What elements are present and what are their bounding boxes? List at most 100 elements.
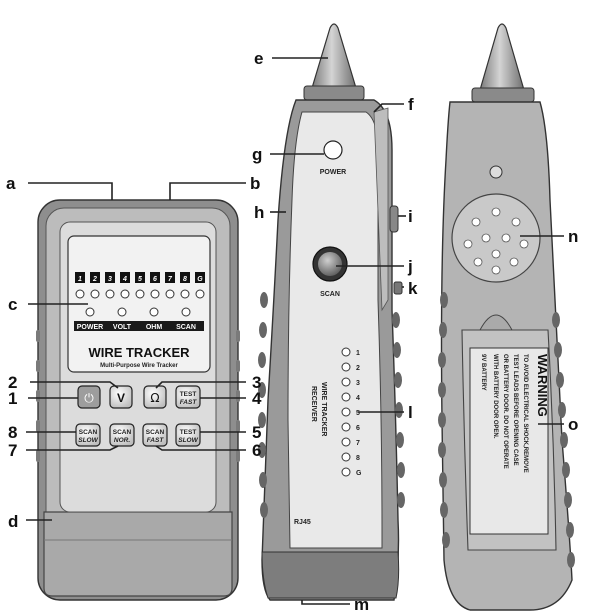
led-number-box <box>90 272 100 283</box>
receiver-power-indicator <box>323 140 343 160</box>
receiver-side-strip <box>373 107 389 312</box>
volt-button[interactable]: V <box>109 385 133 409</box>
leader-lines <box>26 57 564 605</box>
callout-k: k <box>408 279 418 298</box>
test-fast-button[interactable]: TEST FAST <box>175 385 201 409</box>
scan-nor-line2: NOR. <box>114 437 130 444</box>
callout-j: j <box>407 257 413 276</box>
receiver-led-number: 2 <box>356 365 360 372</box>
led-number-box <box>150 272 160 283</box>
led-number: 6 <box>153 276 157 283</box>
receiver-led <box>341 467 351 477</box>
receiver-led <box>341 437 351 447</box>
receiver-led <box>341 422 351 432</box>
transmitter-led-row <box>75 289 205 299</box>
scan-fast-line1: SCAN <box>146 429 165 436</box>
warning-line-1: TO AVOID ELECTRICAL SHOCK,REMOVE <box>522 354 528 473</box>
scan-fast-button[interactable]: SCAN FAST <box>142 423 168 447</box>
status-label-bar <box>74 321 204 331</box>
receiver-led-number: 7 <box>356 440 360 447</box>
status-led <box>117 307 127 317</box>
callout-8: 8 <box>8 423 17 442</box>
power-button[interactable]: ⏻ <box>77 385 101 409</box>
led-indicator <box>90 289 100 299</box>
callout-5: 5 <box>252 423 261 442</box>
led-number: 2 <box>92 276 97 283</box>
warning-line-3: OR BATTERY DOOR. DO NOT OPERATE <box>502 354 508 469</box>
receiver-led-number: 5 <box>356 410 360 417</box>
warning-label <box>469 347 549 535</box>
scan-nor-line1: SCAN <box>113 429 132 436</box>
callout-h: h <box>254 203 264 222</box>
power-icon: ⏻ <box>84 391 94 405</box>
callout-e: e <box>254 49 263 68</box>
callout-f: f <box>408 95 414 114</box>
test-slow-line1: TEST <box>180 429 197 436</box>
callout-m: m <box>354 595 369 614</box>
led-number-box <box>180 272 190 283</box>
receiver-side-text-line1: WIRE TRACKER <box>320 382 327 436</box>
receiver-scan-button[interactable] <box>312 246 348 282</box>
ohm-icon: Ω <box>150 391 159 405</box>
back-right-ridges <box>552 312 575 568</box>
led-number: 1 <box>78 276 82 283</box>
warning-line-5: 9V BATTERY <box>480 354 486 391</box>
led-number: 7 <box>168 276 173 283</box>
speaker-holes <box>463 207 529 275</box>
led-indicator <box>75 289 85 299</box>
status-led <box>181 307 191 317</box>
receiver-right-ridges <box>392 312 405 508</box>
back-screw <box>489 165 503 179</box>
status-label: POWER <box>77 324 103 331</box>
test-slow-line2: SLOW <box>178 437 198 444</box>
receiver-led-number: 8 <box>356 455 360 462</box>
transmitter-status-leds <box>85 307 191 317</box>
scan-slow-button[interactable]: SCAN SLOW <box>75 423 101 447</box>
probe-collar <box>303 85 365 101</box>
receiver-led-number: 4 <box>356 395 360 402</box>
warning-line-4: WITH BATTERY DOOR OPEN. <box>492 354 498 439</box>
receiver-power-label: POWER <box>320 169 346 176</box>
callout-n: n <box>568 227 578 246</box>
test-slow-button[interactable]: TEST SLOW <box>175 423 201 447</box>
receiver-led-number: 3 <box>356 380 360 387</box>
receiver-led <box>341 347 351 357</box>
callout-6: 6 <box>252 441 261 460</box>
receiver-led-number: 6 <box>356 425 360 432</box>
receiver-volume-wheel[interactable] <box>389 205 399 233</box>
transmitter-grip <box>43 511 233 597</box>
callout-7: 7 <box>8 441 17 460</box>
led-number: 3 <box>108 276 112 283</box>
callout-labels: a b c d e f g h i j k l m n o 1 2 3 4 5 … <box>6 49 578 614</box>
receiver-probe-tip <box>311 23 357 89</box>
warning-heading: WARNING <box>535 354 550 417</box>
status-label: OHM <box>146 324 163 331</box>
battery-door-latch[interactable] <box>479 314 513 331</box>
back-left-ridges <box>438 292 450 548</box>
warning-line-2: TEST LEADS BEFORE OPENING CASE <box>512 354 518 466</box>
receiver-led <box>341 362 351 372</box>
receiver-led-number: 1 <box>356 350 360 357</box>
receiver-led <box>341 452 351 462</box>
ohm-button[interactable]: Ω <box>143 385 167 409</box>
led-indicator <box>180 289 190 299</box>
back-probe-tip <box>479 23 525 91</box>
transmitter-side-ridges <box>36 330 240 462</box>
led-indicator <box>105 289 115 299</box>
callout-o: o <box>568 415 578 434</box>
receiver-left-ridges <box>258 292 268 518</box>
led-number-box <box>165 272 175 283</box>
led-number-box <box>105 272 115 283</box>
led-number: G <box>197 276 203 283</box>
warning-text-block: WARNING TO AVOID ELECTRICAL SHOCK,REMOVE… <box>480 354 550 473</box>
receiver-front-panel <box>287 111 383 549</box>
callout-d: d <box>8 512 18 531</box>
callout-3: 3 <box>252 373 261 392</box>
receiver-side-switch[interactable] <box>393 281 403 295</box>
led-number: 4 <box>122 276 127 283</box>
scan-normal-button[interactable]: SCAN NOR. <box>109 423 135 447</box>
status-led <box>85 307 95 317</box>
